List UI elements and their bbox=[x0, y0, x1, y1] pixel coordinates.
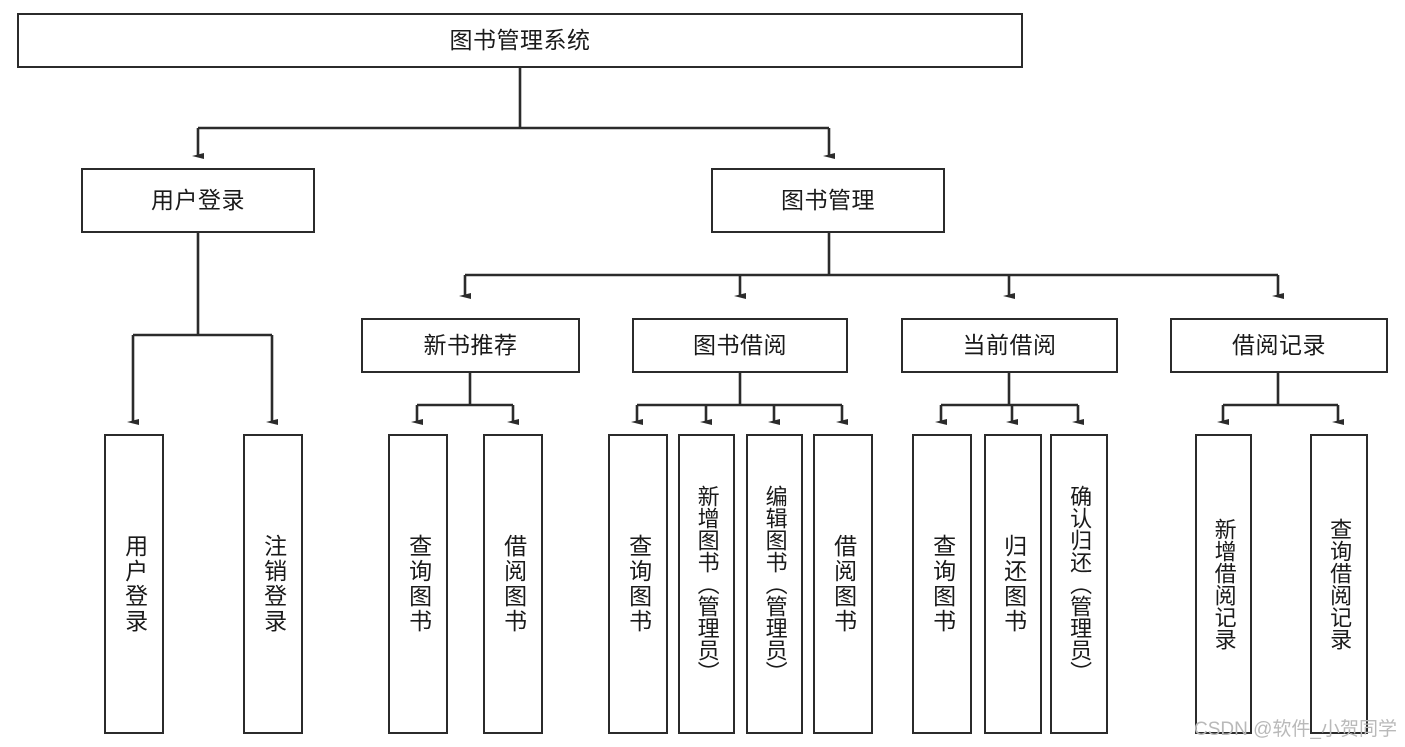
node-label: 查询图书 bbox=[929, 534, 956, 634]
node-leaf-query-borrow-record[interactable]: 查询借阅记录 bbox=[1310, 434, 1368, 734]
node-label: 图书借阅 bbox=[693, 331, 787, 358]
node-label: 注销登录 bbox=[260, 534, 287, 634]
node-label: 确认归还（管理员） bbox=[1067, 485, 1093, 683]
node-leaf-edit-book-admin[interactable]: 编辑图书（管理员） bbox=[746, 434, 803, 734]
node-leaf-confirm-return-admin[interactable]: 确认归还（管理员） bbox=[1050, 434, 1108, 734]
node-label: 新增图书（管理员） bbox=[694, 485, 720, 683]
node-leaf-user-login[interactable]: 用户登录 bbox=[104, 434, 164, 734]
node-borrow-record[interactable]: 借阅记录 bbox=[1170, 318, 1388, 373]
node-leaf-add-borrow-record[interactable]: 新增借阅记录 bbox=[1195, 434, 1252, 734]
node-label: 借阅图书 bbox=[830, 534, 857, 634]
node-label: 用户登录 bbox=[151, 186, 245, 213]
node-user-login[interactable]: 用户登录 bbox=[81, 168, 315, 233]
node-new-book-recommend[interactable]: 新书推荐 bbox=[361, 318, 580, 373]
csdn-watermark: CSDN @软件_小贺同学 bbox=[1194, 719, 1397, 740]
node-label: 查询图书 bbox=[405, 534, 432, 634]
node-label: 借阅记录 bbox=[1232, 331, 1326, 358]
node-leaf-borrow-book-2[interactable]: 借阅图书 bbox=[813, 434, 873, 734]
node-label: 用户登录 bbox=[121, 534, 148, 634]
node-label: 查询借阅记录 bbox=[1327, 518, 1353, 650]
node-leaf-add-book-admin[interactable]: 新增图书（管理员） bbox=[678, 434, 735, 734]
node-label: 归还图书 bbox=[1000, 534, 1027, 634]
node-leaf-return-book[interactable]: 归还图书 bbox=[984, 434, 1042, 734]
node-book-management[interactable]: 图书管理 bbox=[711, 168, 945, 233]
node-leaf-borrow-book-1[interactable]: 借阅图书 bbox=[483, 434, 543, 734]
node-label: 新增借阅记录 bbox=[1211, 518, 1237, 650]
node-leaf-logout[interactable]: 注销登录 bbox=[243, 434, 303, 734]
node-book-borrow[interactable]: 图书借阅 bbox=[632, 318, 848, 373]
node-label: 查询图书 bbox=[625, 534, 652, 634]
node-label: 编辑图书（管理员） bbox=[762, 485, 788, 683]
node-leaf-query-book-1[interactable]: 查询图书 bbox=[388, 434, 448, 734]
node-label: 图书管理 bbox=[781, 186, 875, 213]
node-label: 图书管理系统 bbox=[449, 26, 591, 53]
node-label: 借阅图书 bbox=[500, 534, 527, 634]
node-root-book-management-system[interactable]: 图书管理系统 bbox=[17, 13, 1023, 68]
node-label: 新书推荐 bbox=[423, 331, 518, 358]
node-label: 当前借阅 bbox=[962, 331, 1057, 358]
node-leaf-query-book-3[interactable]: 查询图书 bbox=[912, 434, 972, 734]
node-current-borrow[interactable]: 当前借阅 bbox=[901, 318, 1118, 373]
node-leaf-query-book-2[interactable]: 查询图书 bbox=[608, 434, 668, 734]
